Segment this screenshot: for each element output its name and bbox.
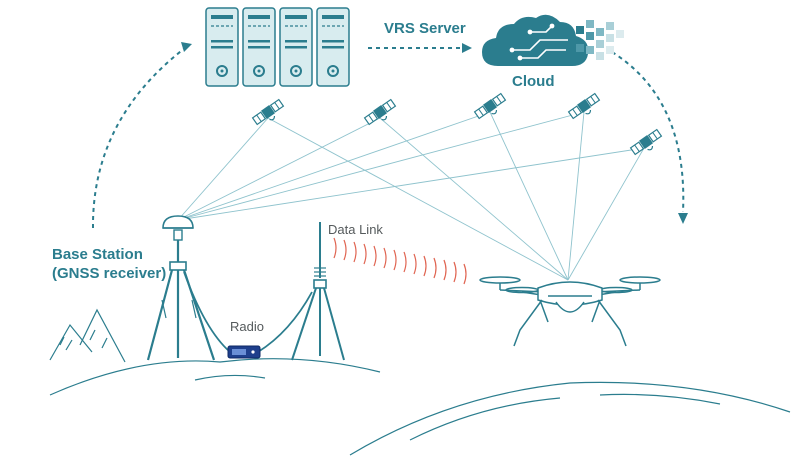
server-unit-2 xyxy=(242,7,276,87)
satellite-icon xyxy=(251,98,285,126)
drone-icon xyxy=(479,276,661,347)
satellite-icon xyxy=(363,98,397,126)
arrow-head-server xyxy=(181,42,192,52)
radio-signal-waves xyxy=(333,237,467,285)
base-station-label: Base Station xyxy=(52,246,143,263)
server-rack-icon xyxy=(205,7,350,87)
base-station xyxy=(146,215,216,361)
left-hill xyxy=(49,358,381,396)
satellite-icon xyxy=(567,92,601,120)
arrow-cloud-to-drone xyxy=(611,51,685,213)
satellite-icon xyxy=(473,92,507,120)
gnss-receiver-label: (GNSS receiver) xyxy=(52,265,167,282)
server-unit-4 xyxy=(316,7,350,87)
flow-arrows xyxy=(91,47,685,229)
right-hill xyxy=(349,381,791,456)
arrow-head-drone xyxy=(678,213,688,224)
vrs-server-label: VRS Server xyxy=(384,20,466,37)
mountain-icon xyxy=(49,308,126,363)
gnss-antenna-icon xyxy=(162,215,194,241)
cloud-circuit-icon xyxy=(482,14,624,67)
right-hill-inner-2 xyxy=(599,393,721,405)
satellite-signal-lines xyxy=(177,111,645,281)
hills xyxy=(49,358,791,456)
satellite-icon xyxy=(629,128,663,156)
left-hill-inner xyxy=(194,374,266,381)
arrow-heads xyxy=(181,42,688,224)
server-unit-3 xyxy=(279,7,313,87)
cloud-label: Cloud xyxy=(512,73,555,90)
arrow-base-to-server xyxy=(91,47,186,229)
radio-label: Radio xyxy=(230,319,264,334)
arrow-head-cloud xyxy=(462,43,472,53)
data-link-tripod xyxy=(291,222,345,361)
satellites xyxy=(251,92,663,156)
right-hill-inner xyxy=(409,397,561,441)
server-unit-1 xyxy=(205,7,239,87)
cloud-pixel-trail xyxy=(576,20,624,60)
radio-cables xyxy=(183,271,313,353)
tripod-icon xyxy=(146,240,216,361)
radio-modem-icon xyxy=(227,345,261,359)
data-link-label: Data Link xyxy=(328,222,383,237)
